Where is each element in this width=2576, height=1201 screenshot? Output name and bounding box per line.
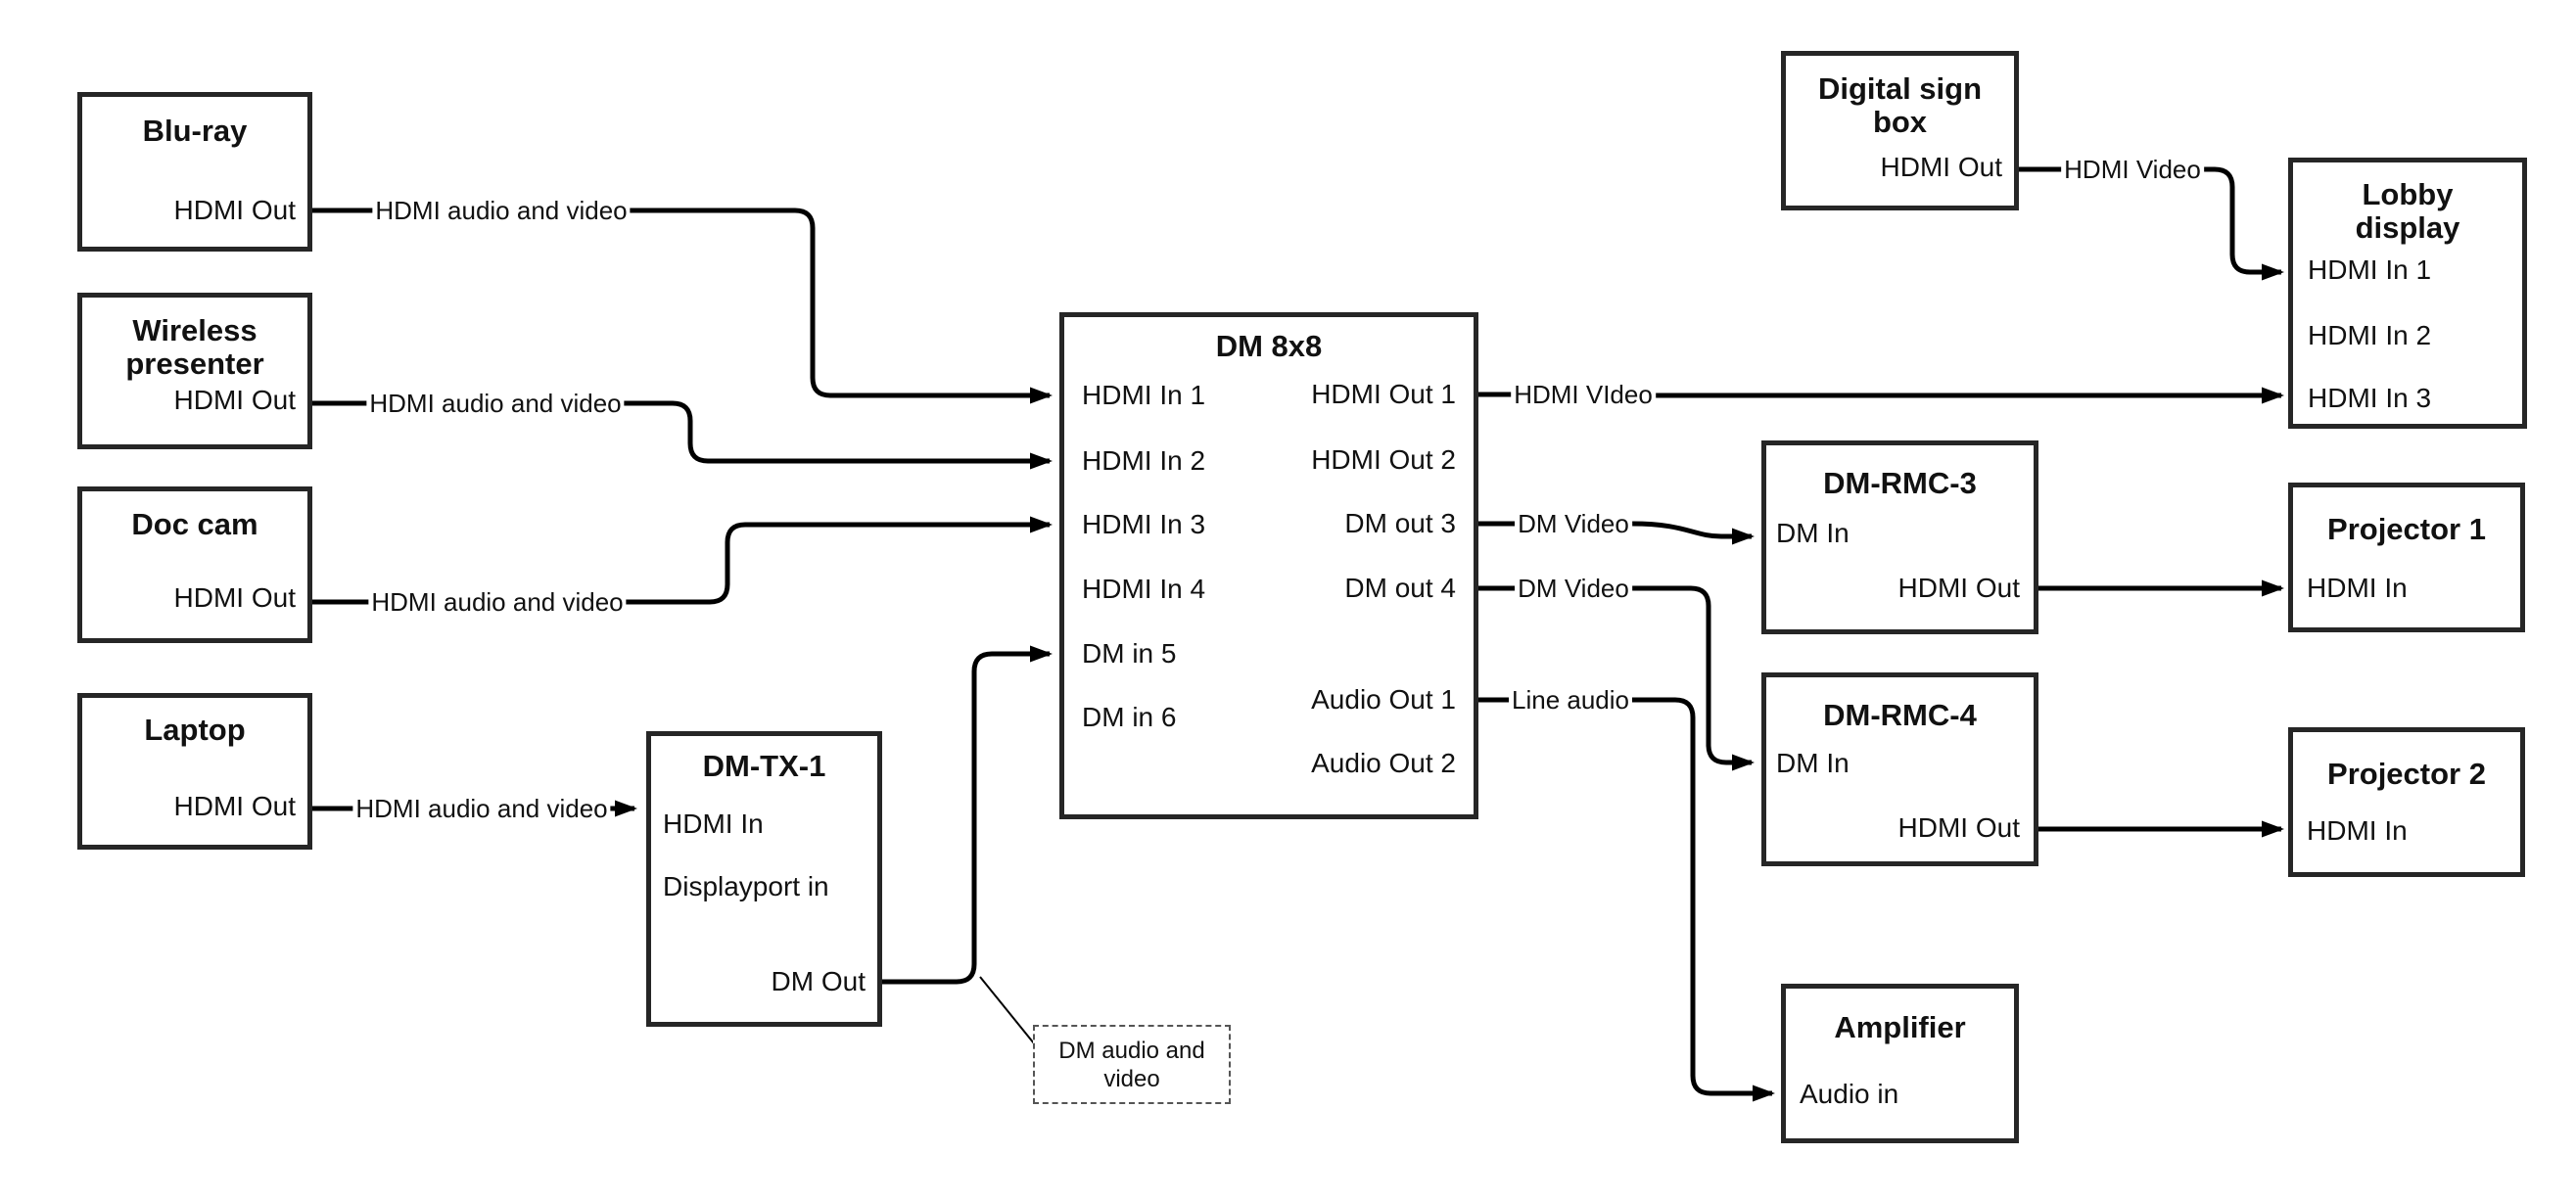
port-dm-out: DM Out bbox=[771, 966, 866, 996]
device-box-lobby-display: Lobby display HDMI In 1 HDMI In 2 HDMI I… bbox=[2288, 158, 2527, 429]
port-dm-in: DM In bbox=[1776, 518, 1850, 548]
device-box-doc-cam: Doc cam HDMI Out bbox=[77, 486, 312, 643]
port-hdmi-out-2: HDMI Out 2 bbox=[1311, 444, 1456, 475]
wire-label-laptop: HDMI audio and video bbox=[352, 794, 611, 823]
device-box-dm-tx-1: DM-TX-1 HDMI In Displayport in DM Out bbox=[646, 731, 882, 1027]
port-hdmi-in-3: HDMI In 3 bbox=[1082, 509, 1206, 539]
box-title-line2: presenter bbox=[125, 346, 264, 381]
device-box-bluray: Blu-ray HDMI Out bbox=[77, 92, 312, 252]
port-audio-out-2: Audio Out 2 bbox=[1311, 748, 1456, 778]
port-audio-out-1: Audio Out 1 bbox=[1311, 684, 1456, 715]
device-box-wireless-presenter: Wireless presenter HDMI Out bbox=[77, 293, 312, 449]
port-hdmi-in: HDMI In bbox=[663, 808, 764, 839]
box-title-line1: Digital sign bbox=[1817, 71, 1983, 106]
note-leader-line bbox=[979, 976, 1035, 1044]
wire-dm-out4-to-rmc4 bbox=[1632, 585, 1755, 771]
port-dm-out-3: DM out 3 bbox=[1344, 508, 1456, 538]
port-hdmi-in-2: HDMI In 2 bbox=[2308, 320, 2432, 350]
box-title-line1: Lobby bbox=[2362, 177, 2454, 211]
device-box-projector-1: Projector 1 HDMI In bbox=[2288, 483, 2525, 632]
port-hdmi-out: HDMI Out bbox=[173, 791, 296, 821]
device-box-amplifier: Amplifier Audio in bbox=[1781, 984, 2019, 1143]
wire-sign-to-lobby bbox=[2201, 166, 2284, 281]
box-title: DM-TX-1 bbox=[702, 749, 826, 783]
box-title-line2: display bbox=[2355, 210, 2460, 245]
box-title: Laptop bbox=[144, 713, 246, 747]
port-hdmi-in-1: HDMI In 1 bbox=[1082, 380, 1206, 410]
port-hdmi-in: HDMI In bbox=[2307, 815, 2408, 846]
device-box-digital-sign: Digital sign box HDMI Out bbox=[1781, 51, 2019, 210]
port-dm-in: DM In bbox=[1776, 748, 1850, 778]
annotation-note-line1: DM audio and bbox=[1058, 1037, 1205, 1064]
device-box-projector-2: Projector 2 HDMI In bbox=[2288, 727, 2525, 877]
port-hdmi-out: HDMI Out bbox=[173, 195, 296, 225]
port-hdmi-out: HDMI Out bbox=[1880, 152, 2002, 182]
wire-label-bluray: HDMI audio and video bbox=[372, 196, 631, 225]
box-title: Amplifier bbox=[1834, 1010, 1966, 1044]
wire-wireless-to-hdmi-in-2 bbox=[609, 400, 1053, 470]
device-box-dm-8x8: DM 8x8 HDMI In 1 HDMI In 2 HDMI In 3 HDM… bbox=[1059, 312, 1478, 819]
annotation-note-dm-audio-video: DM audio and video bbox=[1033, 1025, 1231, 1104]
wire-label-line-audio: Line audio bbox=[1509, 685, 1632, 715]
device-box-laptop: Laptop HDMI Out bbox=[77, 693, 312, 850]
port-hdmi-out: HDMI Out bbox=[1897, 573, 2020, 603]
device-box-dm-rmc-3: DM-RMC-3 DM In HDMI Out bbox=[1761, 440, 2038, 634]
box-title: Projector 2 bbox=[2327, 757, 2486, 791]
port-hdmi-out: HDMI Out bbox=[173, 582, 296, 613]
port-dm-in-5: DM in 5 bbox=[1082, 638, 1177, 669]
port-hdmi-in: HDMI In bbox=[2307, 573, 2408, 603]
port-dm-in-6: DM in 6 bbox=[1082, 702, 1177, 732]
box-title: Blu-ray bbox=[142, 114, 248, 148]
port-hdmi-in-2: HDMI In 2 bbox=[1082, 445, 1206, 476]
device-box-dm-rmc-4: DM-RMC-4 DM In HDMI Out bbox=[1761, 672, 2038, 866]
port-hdmi-out: HDMI Out bbox=[173, 385, 296, 415]
wire-label-hdmi-video-out1: HDMI VIdeo bbox=[1511, 380, 1656, 409]
port-hdmi-in-1: HDMI In 1 bbox=[2308, 254, 2432, 285]
port-hdmi-in-3: HDMI In 3 bbox=[2308, 383, 2432, 413]
wire-label-hdmi-video-sign: HDMI Video bbox=[2061, 155, 2204, 184]
wire-doccam-to-hdmi-in-3 bbox=[615, 516, 1053, 605]
wire-dm-out3-to-rmc3 bbox=[1631, 521, 1755, 545]
box-title-line1: Wireless bbox=[132, 313, 258, 347]
box-title: DM-RMC-3 bbox=[1823, 466, 1977, 500]
wire-label-dm-video-out4: DM Video bbox=[1515, 574, 1632, 603]
annotation-note-line2: video bbox=[1103, 1065, 1160, 1092]
wire-dmout-to-dm-in-5 bbox=[882, 645, 1053, 985]
port-displayport-in: Displayport in bbox=[663, 871, 829, 901]
port-dm-out-4: DM out 4 bbox=[1344, 573, 1456, 603]
wire-audio-out1-to-amp bbox=[1626, 697, 1775, 1102]
port-hdmi-in-4: HDMI In 4 bbox=[1082, 574, 1206, 604]
box-title: Doc cam bbox=[131, 507, 258, 541]
box-title: Projector 1 bbox=[2327, 512, 2486, 546]
port-hdmi-out: HDMI Out bbox=[1897, 812, 2020, 843]
wire-bluray-to-hdmi-in-1 bbox=[621, 208, 1053, 404]
wire-label-wireless: HDMI audio and video bbox=[366, 389, 625, 418]
box-title: DM 8x8 bbox=[1215, 329, 1323, 363]
box-title: DM-RMC-4 bbox=[1823, 698, 1977, 732]
box-title-line2: box bbox=[1872, 105, 1928, 139]
wire-label-dm-video-out3: DM Video bbox=[1515, 509, 1632, 538]
wire-label-doccam: HDMI audio and video bbox=[368, 587, 627, 617]
port-hdmi-out-1: HDMI Out 1 bbox=[1311, 379, 1456, 409]
port-audio-in: Audio in bbox=[1800, 1079, 1899, 1109]
